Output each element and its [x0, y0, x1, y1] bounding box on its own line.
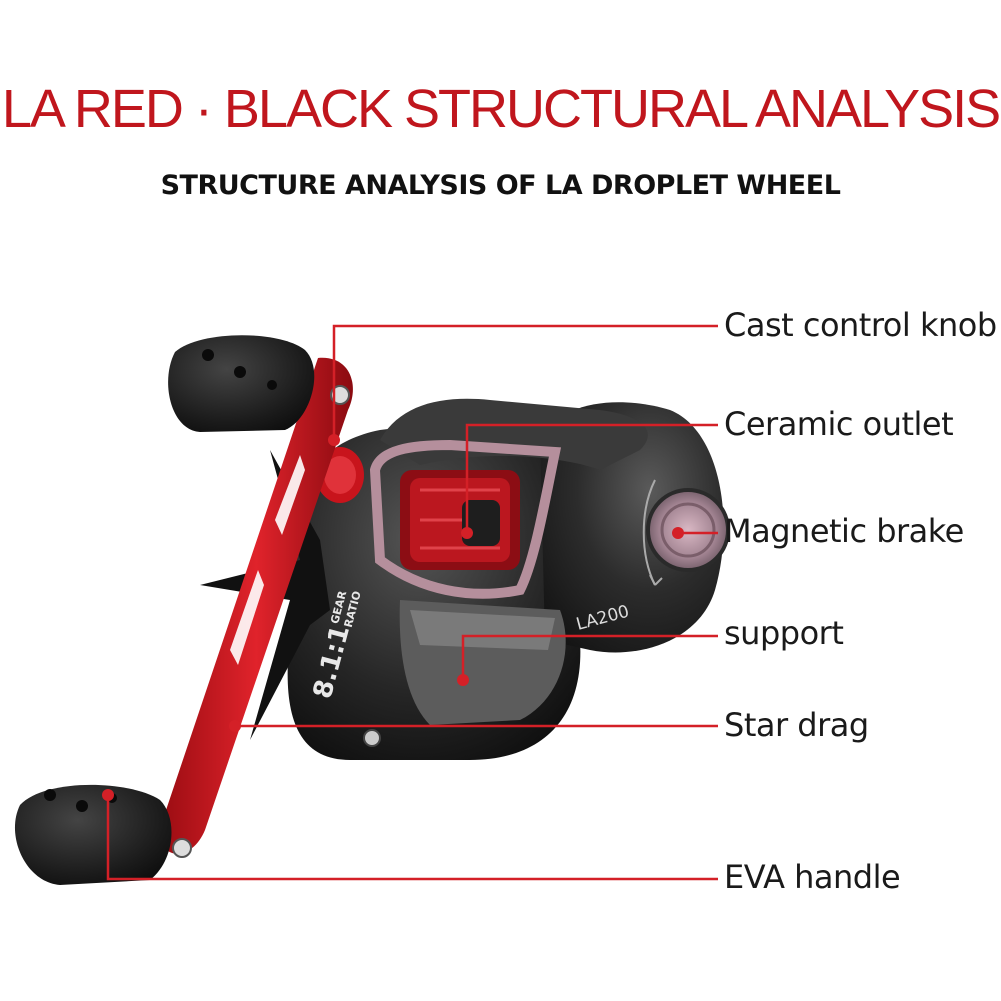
callout-dots — [102, 434, 684, 801]
reel-top-cover — [380, 398, 648, 470]
callout-dot-cast-control-knob — [328, 434, 340, 446]
callout-dot-support — [457, 674, 469, 686]
eva-handle-knob — [14, 784, 172, 885]
magnetic-brake-dial — [646, 488, 730, 572]
reel-frame-trim — [369, 439, 562, 599]
callout-label-star-drag: Star drag — [724, 706, 869, 744]
callout-line-ceramic-outlet — [465, 423, 718, 533]
callout-lines — [106, 324, 718, 881]
callout-line-cast-control-knob — [332, 324, 718, 440]
upper-handle-knob — [168, 335, 315, 432]
callout-label-magnetic-brake: Magnetic brake — [724, 512, 964, 550]
callout-dot-magnetic-brake — [672, 527, 684, 539]
callout-line-eva-handle — [106, 795, 718, 881]
page-title: LA RED · BLACK STRUCTURAL ANALYSIS — [1, 79, 1001, 139]
callout-dot-eva-handle — [102, 789, 114, 801]
callout-label-support: support — [724, 614, 844, 652]
callout-label-ceramic-outlet: Ceramic outlet — [724, 405, 954, 443]
callout-dot-ceramic-outlet — [461, 527, 473, 539]
callout-line-support — [461, 634, 718, 680]
page-subtitle: STRUCTURE ANALYSIS OF LA DROPLET WHEEL — [160, 170, 841, 201]
callout-label-eva-handle: EVA handle — [724, 858, 901, 896]
callout-label-cast-control-knob: Cast control knob — [724, 306, 997, 344]
callout-dot-star-drag — [229, 720, 241, 732]
